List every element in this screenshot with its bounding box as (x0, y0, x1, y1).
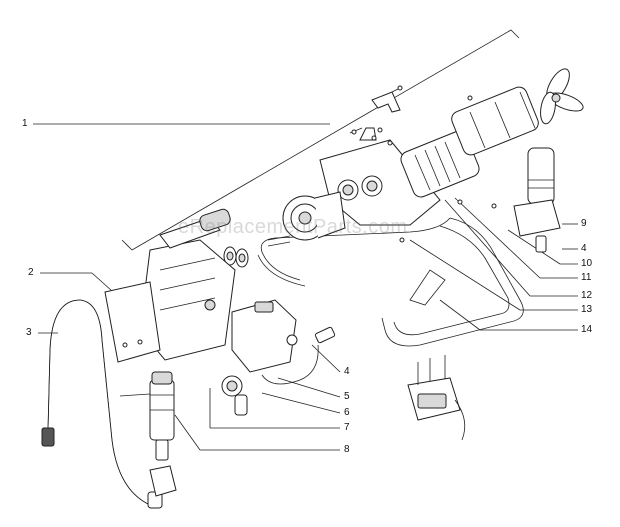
fastener-screws (371, 95, 473, 243)
callout-12: 12 (581, 290, 593, 301)
callout-1: 1 (22, 118, 28, 129)
assembly-bracket-1 (121, 29, 520, 251)
stand-frame (257, 217, 524, 347)
callout-2: 2 (28, 267, 34, 278)
bearings-and-washers (223, 235, 291, 268)
motor-assembly (400, 130, 480, 198)
callout-5: 5 (344, 391, 350, 402)
cover-plate (104, 281, 161, 363)
hose-assembly (41, 299, 163, 509)
fan-housing (451, 86, 539, 156)
gear-housing (139, 208, 236, 361)
leader-lines (33, 123, 578, 451)
cooling-fan (540, 68, 584, 125)
callout-6: 6 (344, 407, 350, 418)
drive-gear (282, 191, 346, 241)
callout-13: 13 (581, 304, 593, 315)
pressure-control (221, 299, 336, 416)
callout-4-filter: 4 (581, 243, 587, 254)
filter-assembly (491, 147, 561, 253)
callout-9: 9 (581, 218, 587, 229)
callout-14: 14 (581, 324, 593, 335)
callout-3: 3 (26, 327, 32, 338)
callout-7: 7 (344, 422, 350, 433)
mounting-bracket (371, 85, 403, 113)
control-box (407, 355, 466, 441)
inlet-valve (149, 371, 177, 497)
callout-11: 11 (581, 272, 592, 283)
callout-4-pressure: 4 (344, 366, 350, 377)
callout-10: 10 (581, 258, 593, 269)
callout-8: 8 (344, 444, 350, 455)
pump-housing (319, 127, 441, 226)
